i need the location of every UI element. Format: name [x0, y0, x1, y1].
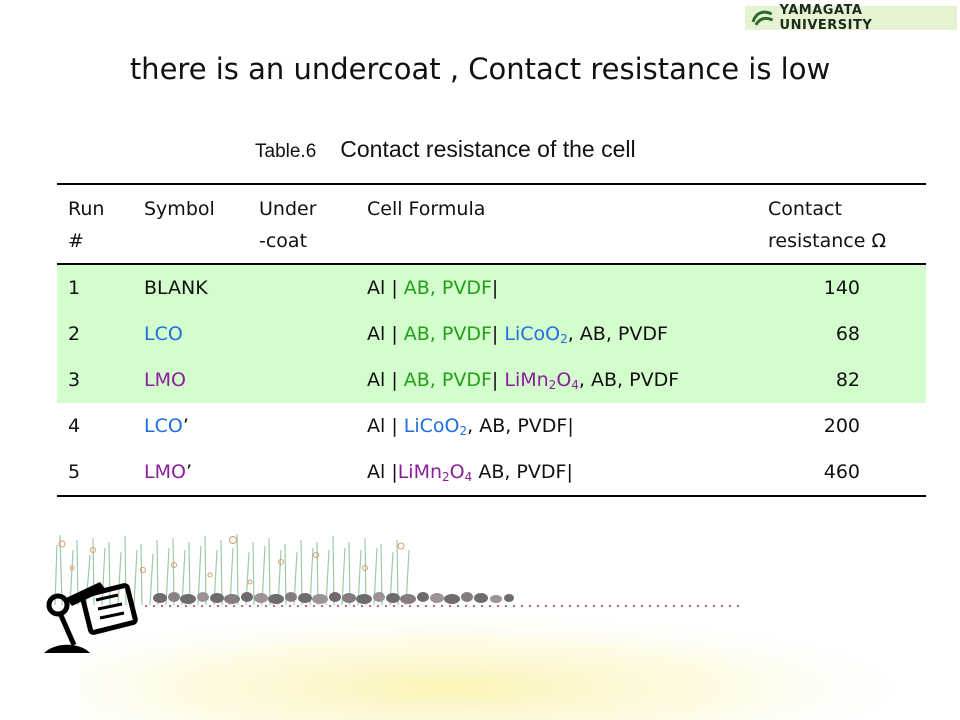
cell-formula: Al | AB, PVDF| [367, 265, 498, 311]
table-row: 3 LMO Al | AB, PVDF| LiMn2O4, AB, PVDF 8… [57, 357, 926, 403]
header-undercoat: Under -coat [259, 193, 317, 257]
header-undercoat-line1: Under [259, 198, 317, 220]
header-symbol: Symbol [144, 198, 215, 220]
cell-formula: Al |LiMn2O4 AB, PVDF| [367, 449, 573, 495]
university-logo: YAMAGATA UNIVERSITY [745, 3, 957, 33]
formula-separator: | [491, 369, 505, 391]
header-undercoat-line2: -coat [259, 230, 308, 252]
active-material-subscript: 4 [571, 378, 579, 392]
symbol: LCO’ [144, 403, 189, 449]
symbol-name: LCO [144, 415, 183, 437]
pebble-row [153, 592, 514, 604]
contact-resistance-value: 200 [823, 415, 860, 437]
table-row: 5 LMO’ Al |LiMn2O4 AB, PVDF| 460 [57, 449, 926, 495]
formula-active-material: LiCoO2 [504, 323, 567, 345]
formula-rest: , AB, PVDF [567, 323, 668, 345]
table-row: 1 BLANK Al | AB, PVDF| 140 [57, 265, 926, 311]
formula-undercoat: AB, PVDF [403, 277, 492, 299]
formula-active-material: LiMn2O4 [504, 369, 579, 391]
formula-rest: AB, PVDF| [472, 461, 573, 483]
slide-title: there is an undercoat , Contact resistan… [129, 52, 831, 86]
table-row: 2 LCO Al | AB, PVDF| LiCoO2, AB, PVDF 68 [57, 311, 926, 357]
formula-undercoat: AB, PVDF [403, 323, 492, 345]
active-material-name: LiMn [504, 369, 549, 391]
formula-rest: , AB, PVDF| [467, 415, 574, 437]
run-number: 3 [68, 369, 81, 391]
table-caption: Table.6 Contact resistance of the cell [255, 136, 636, 166]
table-row: 4 LCO’ Al | LiCoO2, AB, PVDF| 200 [57, 403, 926, 449]
run-number: 5 [68, 461, 81, 483]
run-number: 1 [68, 277, 81, 299]
active-material-subscript: 2 [459, 424, 468, 438]
cell-formula: Al | AB, PVDF| LiCoO2, AB, PVDF [367, 311, 668, 357]
active-material-name: LiMn [397, 461, 443, 483]
table-name: Contact resistance of the cell [340, 136, 636, 162]
logo-text: YAMAGATA UNIVERSITY [779, 3, 873, 33]
cell-formula: Al | AB, PVDF| LiMn2O4, AB, PVDF [367, 357, 679, 403]
formula-rest: , AB, PVDF [578, 369, 680, 391]
contact-resistance-value: 68 [835, 323, 860, 345]
symbol: LMO’ [144, 449, 192, 495]
cell-formula: Al | LiCoO2, AB, PVDF| [367, 403, 574, 449]
header-cell-formula: Cell Formula [367, 198, 486, 220]
formula-separator: | [491, 277, 499, 299]
formula-current-collector: Al | [367, 461, 398, 483]
symbol: BLANK [144, 277, 208, 299]
run-number: 2 [68, 323, 81, 345]
decorative-footer [44, 533, 900, 720]
run-number: 4 [68, 415, 81, 437]
table-number: Table.6 [255, 141, 317, 162]
active-material-subscript: 2 [548, 378, 557, 392]
symbol: LCO [144, 323, 183, 345]
table-header-row: Run # Symbol Under -coat Cell Formula Co… [57, 185, 926, 265]
header-resistance-line1: Contact [768, 198, 842, 220]
active-material-name-part: O [556, 369, 572, 391]
speaker-podium-icon [44, 582, 138, 653]
header-contact-resistance: Contact resistance Ω [768, 193, 886, 257]
active-material-name-part: O [449, 461, 465, 483]
header-resistance-line2: resistance Ω [768, 230, 886, 252]
contact-resistance-value: 140 [823, 277, 860, 299]
active-material-name: LiCoO [504, 323, 561, 345]
yamagata-logo-icon [751, 10, 774, 26]
header-run-line1: Run [68, 198, 105, 220]
contact-resistance-table: Run # Symbol Under -coat Cell Formula Co… [57, 183, 926, 497]
formula-active-material: LiCoO2 [404, 415, 467, 437]
active-material-subscript: 2 [560, 332, 568, 346]
formula-current-collector: Al | [367, 277, 404, 299]
header-run: Run # [68, 193, 104, 257]
formula-separator: | [491, 323, 505, 345]
formula-current-collector: Al | [367, 415, 404, 437]
formula-current-collector: Al | [367, 369, 404, 391]
contact-resistance-value: 82 [835, 369, 860, 391]
formula-undercoat: AB, PVDF [403, 369, 492, 391]
active-material-subscript: 2 [442, 470, 450, 484]
header-run-line2: # [68, 230, 84, 252]
glow-background [80, 590, 900, 720]
formula-current-collector: Al | [367, 323, 404, 345]
symbol: LMO [144, 369, 186, 391]
grass-buds [58, 536, 405, 585]
active-material-name: LiCoO [403, 415, 460, 437]
symbol-prime: ’ [182, 415, 189, 437]
symbol-name: LMO [144, 461, 186, 483]
contact-resistance-value: 460 [823, 461, 860, 483]
formula-active-material: LiMn2O4 [398, 461, 473, 483]
active-material-subscript: 4 [464, 470, 473, 484]
symbol-prime: ’ [185, 461, 192, 483]
